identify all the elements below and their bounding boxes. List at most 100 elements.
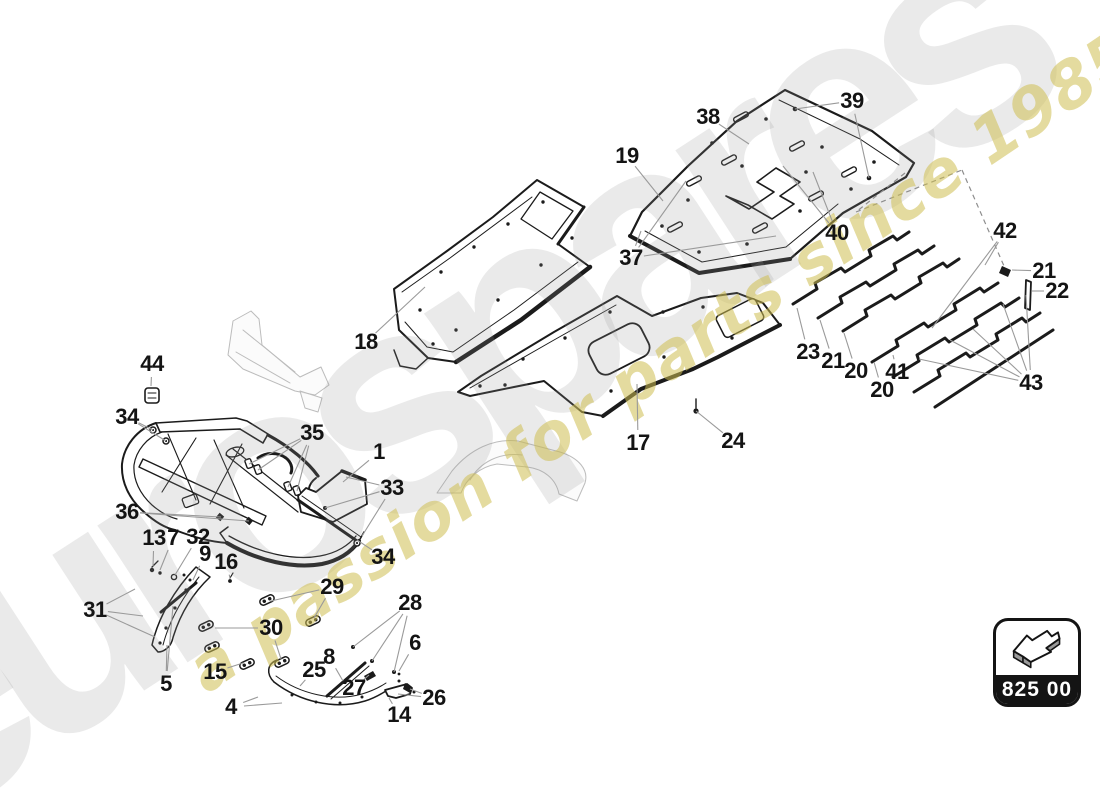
callout-8[interactable]: 8 [323, 644, 335, 669]
leader-line [106, 588, 136, 605]
callout-26[interactable]: 26 [422, 685, 446, 710]
leader-line [363, 674, 370, 680]
callout-6[interactable]: 6 [409, 630, 421, 655]
leader-line [812, 171, 833, 222]
leader-line [634, 230, 642, 246]
leader-line [248, 438, 301, 465]
leader-line [228, 574, 231, 579]
leader-line [1025, 294, 1031, 371]
leader-line [796, 307, 806, 340]
callout-41[interactable]: 41 [885, 359, 909, 384]
callout-43[interactable]: 43 [1019, 370, 1043, 395]
leader-line [918, 358, 1019, 381]
leader-line [107, 611, 144, 617]
leader-line [972, 328, 1022, 375]
leader-line [152, 550, 155, 567]
sill-rails-drawing [791, 169, 1055, 409]
callout-15[interactable]: 15 [203, 659, 227, 684]
callout-34[interactable]: 34 [371, 544, 395, 569]
leader-line [388, 697, 393, 705]
underbody-panel-arrow-icon [996, 621, 1078, 675]
leader-line [345, 476, 380, 486]
callout-31[interactable]: 31 [83, 597, 107, 622]
leader-line [139, 512, 250, 522]
leader-line [638, 180, 687, 248]
panel-17-drawing [457, 292, 782, 418]
callout-42[interactable]: 42 [993, 218, 1017, 243]
callout-22[interactable]: 22 [1045, 278, 1069, 303]
leader-line [324, 491, 380, 509]
leader-line [352, 610, 401, 648]
leader-line [313, 597, 326, 619]
leader-line [257, 439, 302, 471]
ghost-bracket-top-drawing [227, 310, 330, 413]
callout-23[interactable]: 23 [796, 339, 820, 364]
leader-line [854, 113, 870, 179]
callout-24[interactable]: 24 [721, 428, 745, 453]
callout-36[interactable]: 36 [115, 499, 139, 524]
callout-20[interactable]: 20 [870, 377, 894, 402]
leader-line [634, 165, 664, 202]
bolts-13-7-32 [149, 560, 234, 583]
leader-line [227, 662, 244, 669]
leader-line [375, 286, 426, 334]
part-group-badge: 825 00 [993, 618, 1081, 707]
leader-line [287, 444, 308, 488]
callout-5[interactable]: 5 [160, 671, 172, 696]
callout-1[interactable]: 1 [373, 439, 385, 464]
callout-9[interactable]: 9 [199, 541, 211, 566]
callout-40[interactable]: 40 [825, 220, 849, 245]
rod-8 [325, 661, 367, 698]
callout-25[interactable]: 25 [302, 657, 326, 682]
leader-line [843, 332, 853, 359]
callout-13[interactable]: 13 [142, 525, 166, 550]
callout-35[interactable]: 35 [300, 420, 324, 445]
ghost-bracket-mid-drawing [436, 440, 587, 502]
callout-30[interactable]: 30 [259, 615, 283, 640]
callout-33[interactable]: 33 [380, 475, 404, 500]
callout-39[interactable]: 39 [840, 88, 864, 113]
leader-line [159, 549, 169, 571]
callout-34[interactable]: 34 [115, 404, 139, 429]
callout-16[interactable]: 16 [214, 549, 238, 574]
leader-line [192, 565, 201, 581]
callout-7[interactable]: 7 [167, 525, 179, 550]
leader-line [393, 615, 408, 673]
leader-line [361, 498, 386, 537]
callout-37[interactable]: 37 [619, 245, 643, 270]
callout-29[interactable]: 29 [320, 574, 344, 599]
callout-44[interactable]: 44 [140, 351, 164, 376]
callout-17[interactable]: 17 [626, 430, 650, 455]
callout-21[interactable]: 21 [1032, 258, 1056, 283]
leader-line [718, 123, 750, 145]
leader-line [892, 354, 895, 360]
callout-27[interactable]: 27 [342, 675, 366, 700]
callout-14[interactable]: 14 [387, 702, 411, 727]
leader-line [139, 512, 222, 518]
clip-27 [364, 671, 376, 681]
panel-19-screws [660, 106, 876, 254]
leader-line [174, 547, 192, 576]
callout-4[interactable]: 4 [225, 694, 237, 719]
leader-line [695, 410, 724, 434]
callout-38[interactable]: 38 [696, 104, 720, 129]
leader-line [782, 165, 830, 224]
leader-line [397, 693, 422, 698]
leader-line [931, 241, 998, 329]
leader-line [274, 640, 282, 660]
leader-line [398, 654, 410, 672]
callout-32[interactable]: 32 [186, 524, 210, 549]
callout-21[interactable]: 21 [821, 348, 845, 373]
callout-19[interactable]: 19 [615, 143, 639, 168]
leader-line [166, 605, 174, 672]
panel-18-drawing [393, 179, 593, 370]
callout-18[interactable]: 18 [354, 329, 378, 354]
callout-28[interactable]: 28 [398, 590, 422, 615]
part-group-code: 825 00 [996, 675, 1078, 704]
callout-20[interactable]: 20 [844, 358, 868, 383]
wheelarch-strip-drawing [149, 560, 234, 653]
leader-line [243, 702, 283, 707]
